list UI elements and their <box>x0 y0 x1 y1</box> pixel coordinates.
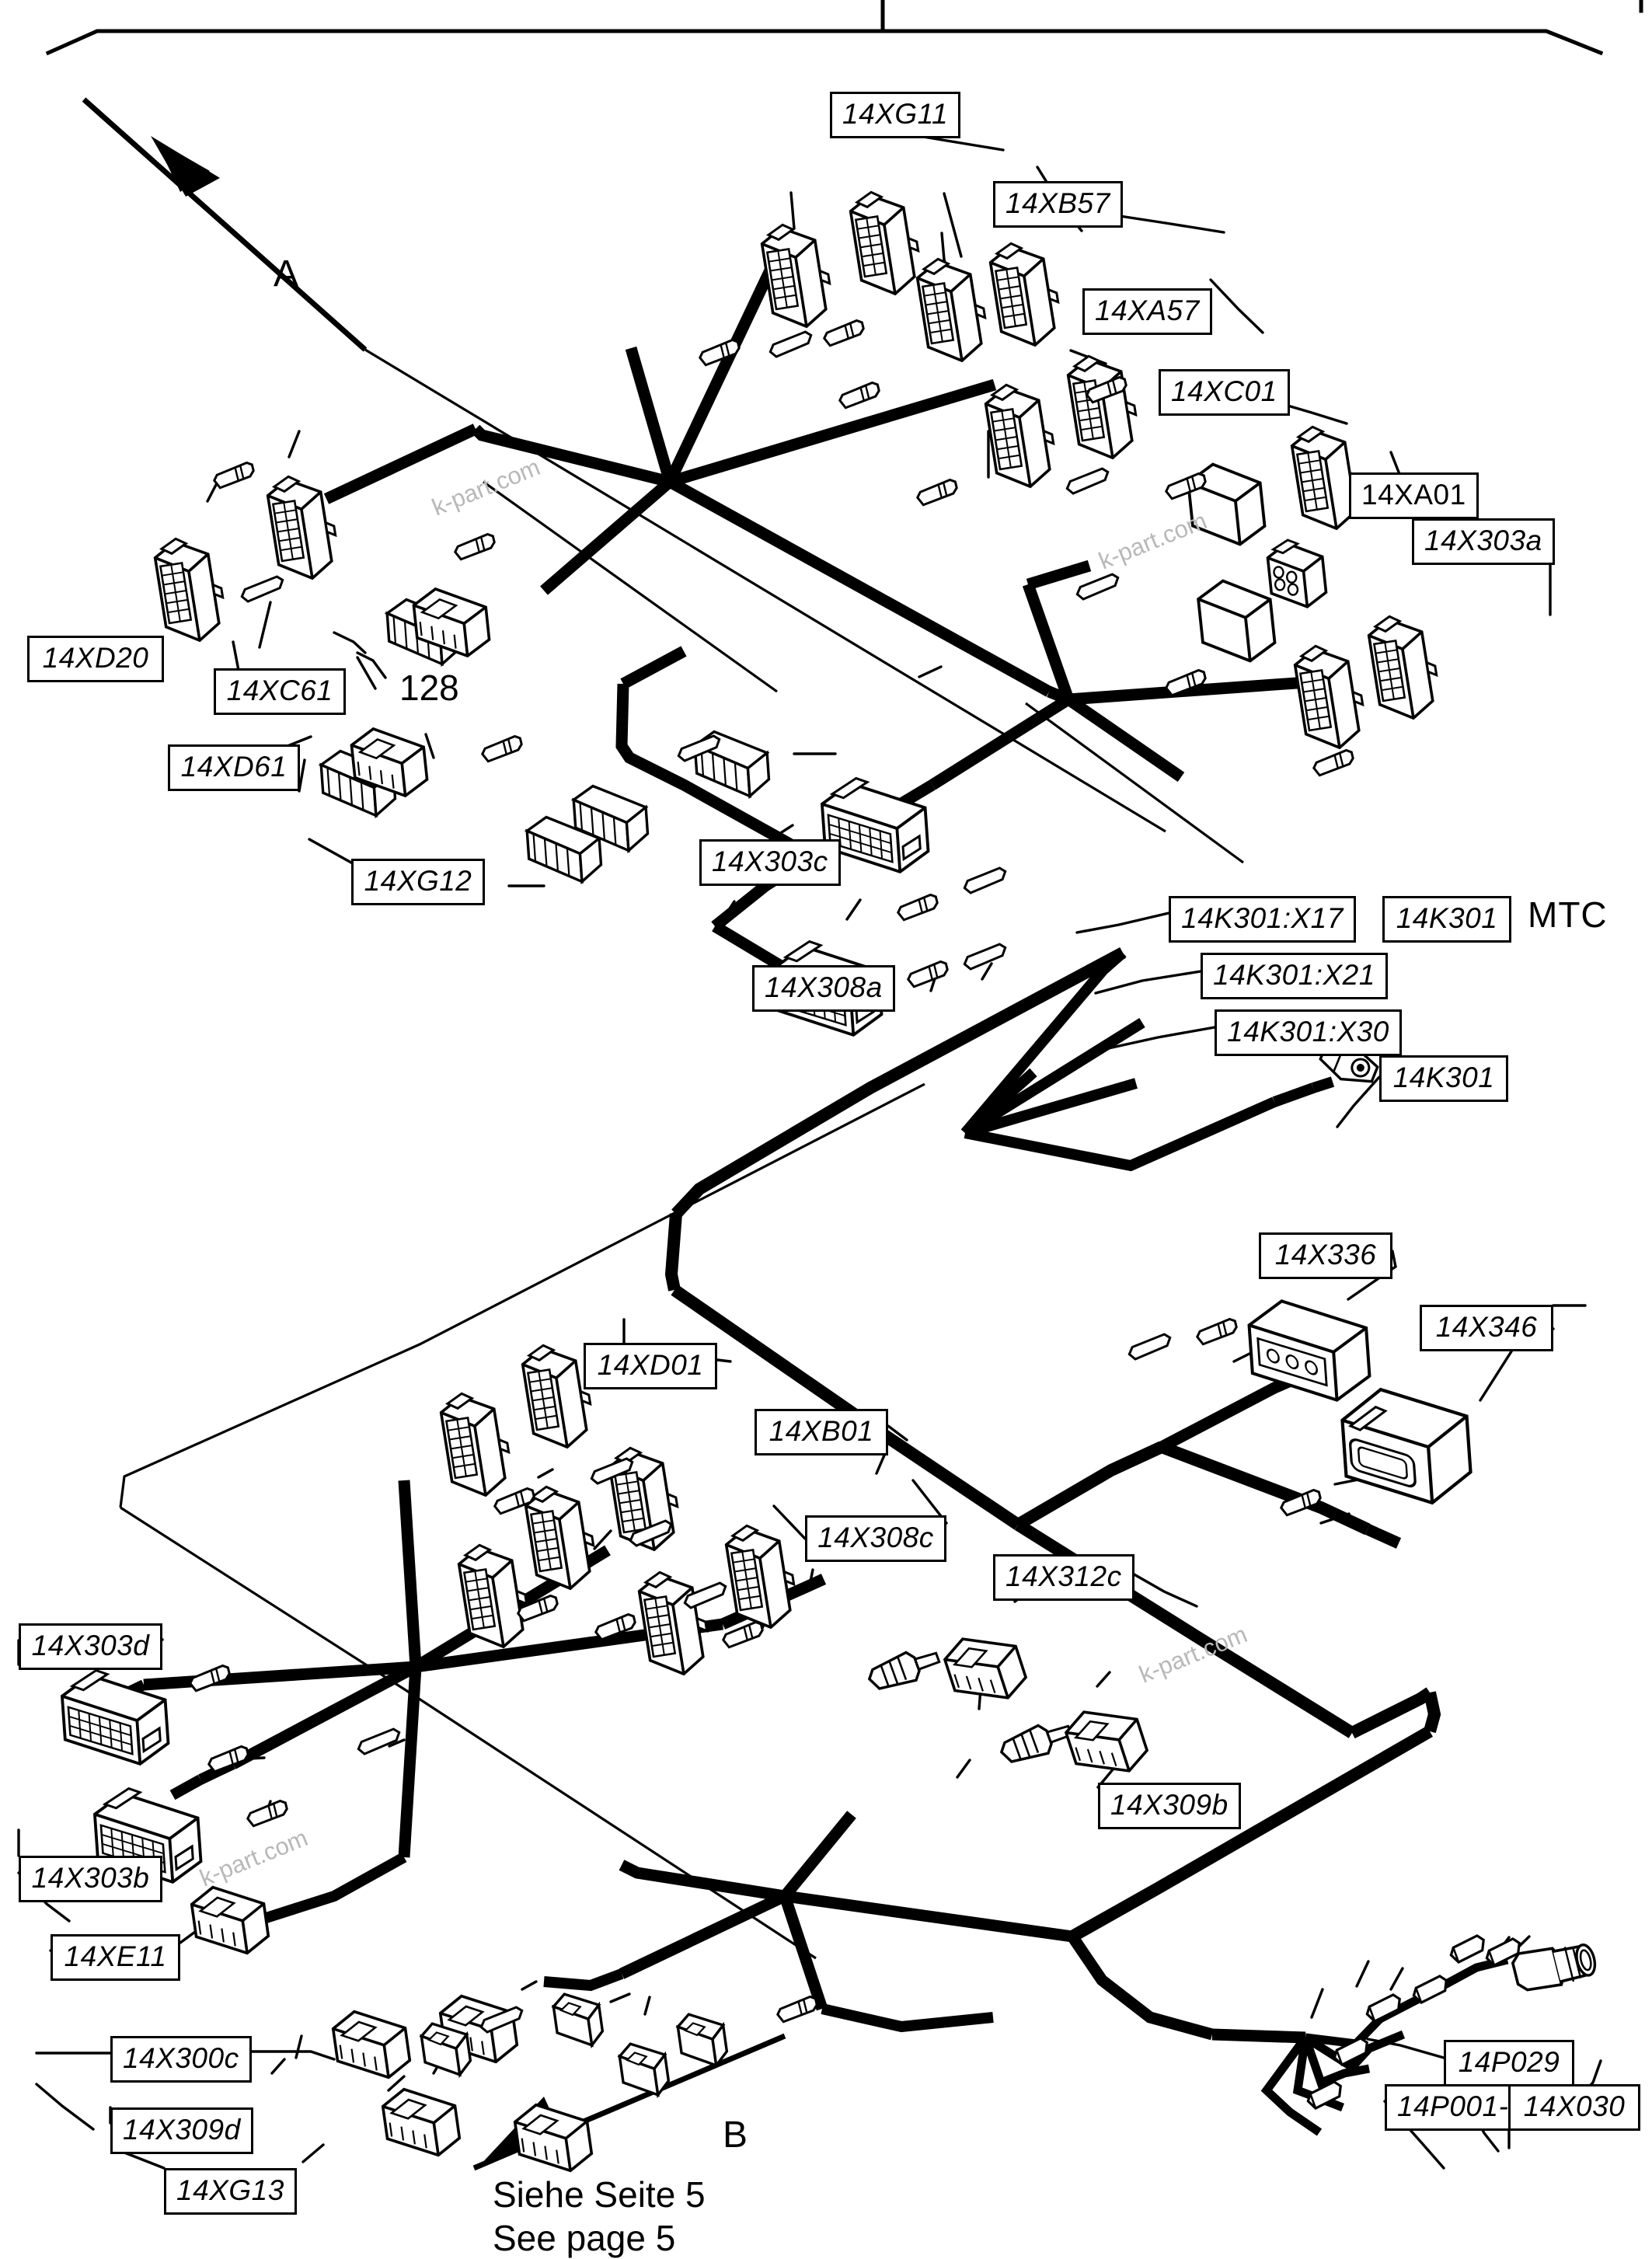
section-arrow-a <box>82 97 368 352</box>
callout-14X300c: 14X300c <box>110 2036 252 2083</box>
connector-mid-c <box>521 1480 601 1595</box>
callout-14X030: 14X030 <box>1508 2084 1640 2131</box>
boot-c <box>616 2038 672 2101</box>
callout-14K301X17: 14K301:X17 <box>1169 896 1356 943</box>
callout-14XG12: 14XG12 <box>351 859 485 905</box>
callout-14XD20: 14XD20 <box>27 636 164 682</box>
section-marker-a: A <box>274 253 299 295</box>
callout-14P029: 14P029 <box>1444 2040 1574 2086</box>
connector-14XG11 <box>758 218 838 333</box>
connector-14XG13 <box>511 2097 595 2179</box>
callout-14X303c: 14X303c <box>699 839 841 886</box>
callout-14XB57: 14XB57 <box>993 181 1123 228</box>
connector-14XA57-b <box>981 378 1061 493</box>
connector-14X309b-splice <box>995 1714 1076 1770</box>
callout-14XD61: 14XD61 <box>168 744 300 791</box>
connector-14X303d <box>58 1664 172 1771</box>
connector-14XA01-sq <box>1264 535 1329 612</box>
see-page-note-de: Siehe Seite 5 <box>493 2174 706 2215</box>
callout-14X303d: 14X303d <box>19 1623 162 1670</box>
connector-14X346-big <box>1340 1384 1473 1509</box>
callout-14K301X30: 14K301:X30 <box>1215 1009 1402 1056</box>
connector-14XE11 <box>188 1879 272 1961</box>
callout-14XA01: 14XA01 <box>1349 472 1479 519</box>
callout-14XC61: 14XC61 <box>214 668 346 715</box>
terminal-14P001-1-c <box>1362 1992 1406 2024</box>
callout-14K301right: 14K301 <box>1379 1055 1508 1102</box>
callout-14XG11: 14XG11 <box>830 92 961 138</box>
callout-14XC01: 14XC01 <box>1159 369 1290 416</box>
terminal-14P001-1-a <box>1303 2079 1347 2111</box>
item-number-128: 128 <box>399 668 459 708</box>
callout-14K301X21: 14K301:X21 <box>1201 953 1388 999</box>
connector-mid-e <box>635 1565 715 1681</box>
terminal-14P029-a <box>1409 1973 1452 2006</box>
boot-d <box>674 2008 730 2072</box>
connector-14X312c-plug <box>939 1623 1032 1714</box>
section-marker-b: B <box>723 2114 748 2156</box>
connector-14XB57-a <box>846 185 926 301</box>
connector-14XD01-a <box>437 1386 517 1502</box>
mtc-label: MTC <box>1528 894 1608 935</box>
connector-14XC61 <box>263 469 343 585</box>
callout-14X308c: 14X308c <box>805 1515 946 1562</box>
callout-14XB01: 14XB01 <box>755 1409 888 1455</box>
terminal-14P001-1-b <box>1330 2035 1373 2068</box>
connector-14X309d <box>379 2081 463 2163</box>
connector-mid-f <box>455 1538 535 1654</box>
connector-14X303a-b <box>1364 609 1445 725</box>
callout-14X303b: 14X303b <box>19 1856 162 1902</box>
connector-14X308c <box>722 1518 802 1634</box>
callout-14X336: 14X336 <box>1259 1232 1392 1279</box>
connector-14XC01 <box>1064 349 1144 465</box>
callout-14K301top: 14K301 <box>1382 896 1511 943</box>
callout-14XA57: 14XA57 <box>1082 288 1212 335</box>
connector-right-tall <box>1291 639 1371 755</box>
callout-14X309b: 14X309b <box>1098 1783 1241 1829</box>
terminal-14P029-b <box>1446 1933 1490 1965</box>
connector-14X312c-splice <box>863 1641 944 1697</box>
callout-14X308a: 14X308a <box>752 965 895 1012</box>
callout-14X303a: 14X303a <box>1412 518 1555 565</box>
connector-14XB57-b <box>913 252 993 368</box>
connector-14XD20 <box>151 532 231 647</box>
connector-14X309b-plug <box>1060 1696 1153 1787</box>
callout-14XG13: 14XG13 <box>164 2168 297 2215</box>
callout-14X346: 14X346 <box>1420 1305 1553 1351</box>
connector-14X336-module <box>1246 1293 1373 1408</box>
callout-14XE11: 14XE11 <box>51 1934 180 1981</box>
connector-14XA57-a <box>986 236 1066 352</box>
connector-14X030-round <box>1509 1934 1600 1996</box>
boot-b <box>550 1988 606 2052</box>
connector-14X300c-a <box>329 2003 413 2086</box>
see-page-note-en: See page 5 <box>493 2218 676 2258</box>
callout-14X309d: 14X309d <box>110 2107 253 2154</box>
connector-top-block-2 <box>1195 574 1278 668</box>
callout-14XD01: 14XD01 <box>584 1343 717 1389</box>
callout-14X312c: 14X312c <box>993 1554 1134 1601</box>
